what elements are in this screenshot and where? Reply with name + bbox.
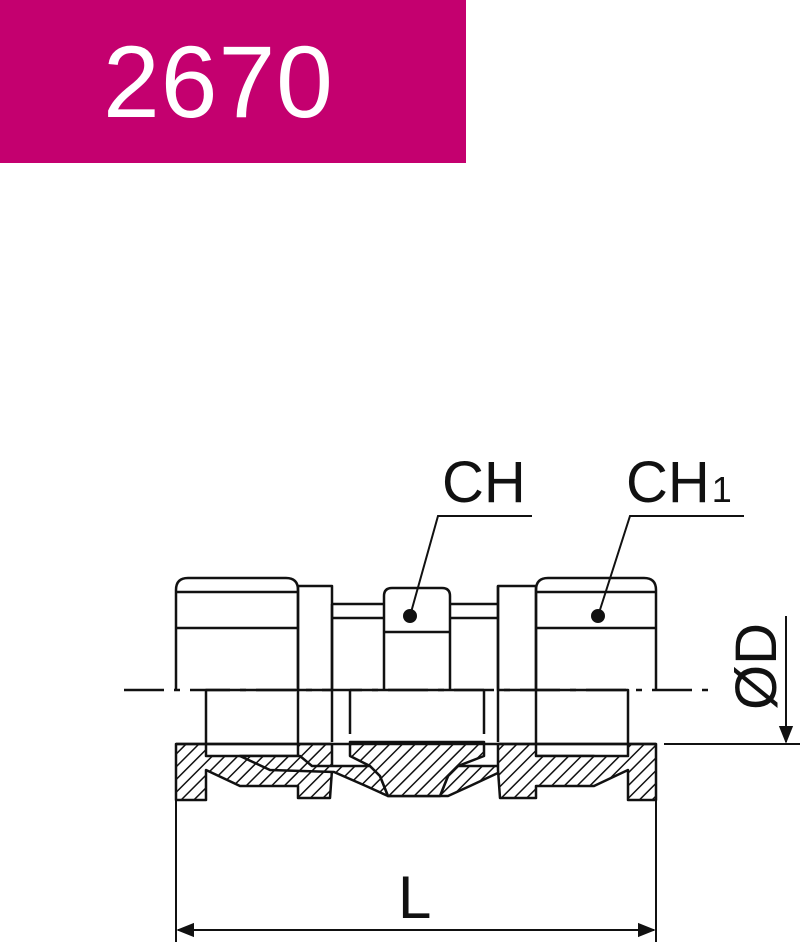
diameter-label: ØD: [724, 623, 789, 710]
right-nut: [496, 576, 658, 692]
cross-section-hatching: [174, 740, 658, 802]
product-code-banner: 2670: [0, 0, 466, 163]
ch1-leader-dot: [591, 609, 605, 623]
ch1-label-main: CH: [626, 450, 710, 515]
center-body-hex: [330, 586, 500, 690]
ch1-label-subscript: 1: [712, 469, 732, 510]
product-code: 2670: [103, 25, 334, 139]
internal-bore-outline: [204, 688, 630, 746]
ch1-label: CH1: [626, 450, 732, 515]
length-label: L: [398, 864, 431, 931]
left-nut: [174, 576, 334, 692]
ch-label: CH: [442, 450, 526, 515]
ch-leader-dot: [403, 609, 417, 623]
ch-leader-line: [409, 515, 532, 617]
ch1-leader-line: [597, 515, 744, 617]
